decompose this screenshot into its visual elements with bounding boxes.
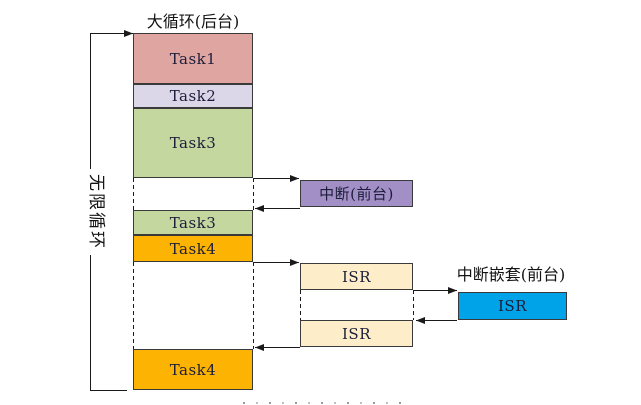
cropped-caption-fragment bbox=[243, 402, 405, 404]
isr2-block: ISR bbox=[300, 320, 413, 347]
task2-block: Task2 bbox=[133, 84, 253, 108]
task3-block: Task3 bbox=[133, 108, 253, 178]
nested-isr-block: ISR bbox=[458, 292, 567, 320]
nested-interrupt-title: 中断嵌套(前台) bbox=[456, 265, 566, 284]
task4-resume-block: Task4 bbox=[133, 349, 253, 390]
task4-block: Task4 bbox=[133, 235, 253, 262]
interrupt-block: 中断(前台) bbox=[300, 180, 413, 207]
task3-resume-block: Task3 bbox=[133, 210, 253, 235]
infinite-loop-label: 无限循环 bbox=[86, 169, 106, 255]
isr1-block: ISR bbox=[300, 263, 413, 290]
task1-block: Task1 bbox=[133, 33, 253, 84]
background-loop-title: 大循环(后台) bbox=[146, 12, 240, 31]
